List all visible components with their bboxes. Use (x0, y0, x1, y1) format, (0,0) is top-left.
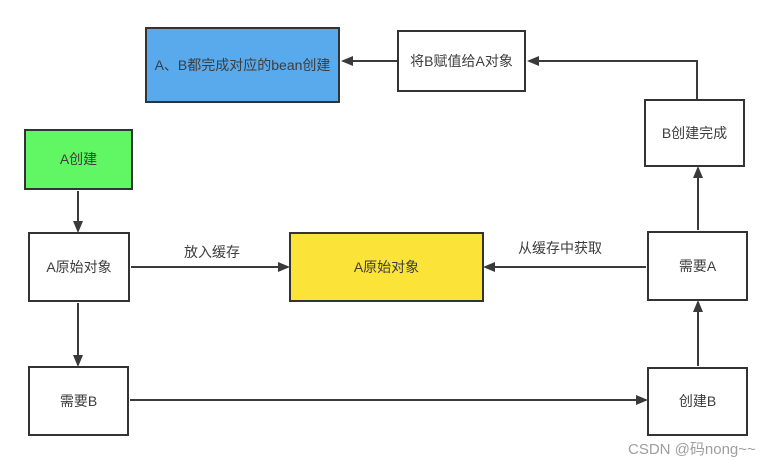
csdn-watermark: CSDN @码nong~~ (628, 441, 756, 458)
node-create-b: 创建B (647, 367, 748, 436)
node-a-raw-object: A原始对象 (28, 232, 130, 302)
node-bean-done: A、B都完成对应的bean创建 (145, 27, 340, 103)
node-need-a: 需要A (647, 231, 748, 301)
node-bean-done-label: A、B都完成对应的bean创建 (154, 56, 331, 73)
node-a-create-label: A创建 (59, 151, 98, 168)
node-assign-b-to-a: 将B赋值给A对象 (397, 30, 526, 92)
node-create-b-label: 创建B (678, 393, 717, 410)
edge-label-get-cache: 从缓存中获取 (518, 240, 602, 256)
arrow-b-created-to-assign (527, 56, 698, 99)
node-assign-b-to-a-label: 将B赋值给A对象 (410, 52, 513, 69)
node-need-b: 需要B (28, 366, 129, 436)
node-a-raw-object-cache-label: A原始对象 (353, 258, 420, 275)
node-b-created: B创建完成 (644, 99, 745, 167)
node-a-create: A创建 (24, 129, 133, 190)
node-need-b-label: 需要B (59, 392, 98, 409)
node-a-raw-object-label: A原始对象 (46, 258, 112, 275)
node-need-a-label: 需要A (678, 257, 717, 274)
node-b-created-label: B创建完成 (661, 124, 728, 141)
node-a-raw-object-cache: A原始对象 (289, 232, 484, 302)
edge-label-put-cache: 放入缓存 (184, 244, 240, 260)
